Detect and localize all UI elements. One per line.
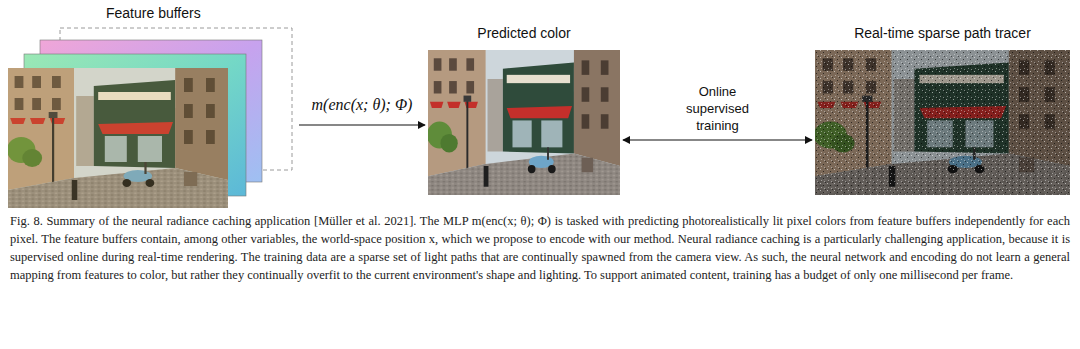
feature-buffer-image — [7, 68, 228, 208]
edge-label: m(enc(x; θ); Φ) — [312, 95, 413, 115]
panel-heading: Feature buffers — [6, 4, 296, 22]
image-panel: Feature buffers — [6, 4, 296, 210]
albedo-tint — [8, 68, 228, 208]
image-panel: Predicted color — [428, 24, 620, 195]
path-tracer-shade — [815, 50, 1070, 195]
flow-arrow — [623, 139, 812, 140]
edge-label: Online supervised training — [675, 83, 761, 134]
flow-arrow — [299, 124, 425, 125]
panel-heading: Real-time sparse path tracer — [815, 24, 1070, 42]
figure-caption: Fig. 8. Summary of the neural radiance c… — [10, 212, 1070, 284]
panel-heading: Predicted color — [428, 24, 620, 42]
path-tracer-image — [814, 50, 1070, 195]
image-panel: Real-time sparse path tracer — [815, 24, 1070, 195]
predicted-color-image — [427, 50, 620, 195]
path-tracer-noise — [815, 50, 1070, 195]
